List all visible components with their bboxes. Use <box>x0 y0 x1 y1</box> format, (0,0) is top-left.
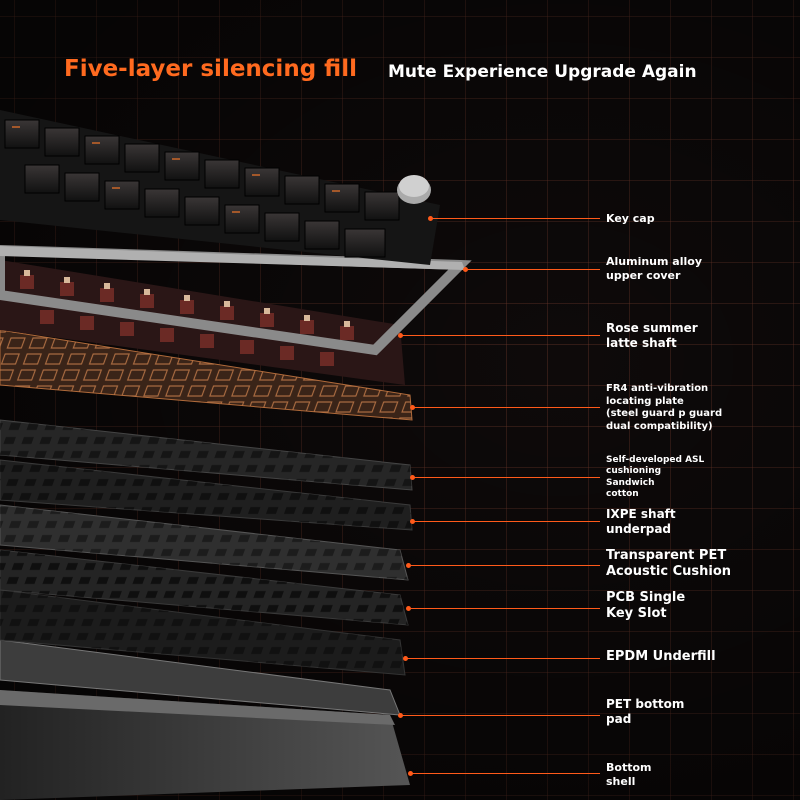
leader-upper-cover <box>465 269 600 270</box>
leader-epdm <box>405 658 600 659</box>
leader-dot-pet-cushion <box>406 563 411 568</box>
leader-dot-asl-cotton <box>410 475 415 480</box>
label-ixpe: IXPE shaft underpad <box>606 507 676 536</box>
label-pet-cushion: Transparent PET Acoustic Cushion <box>606 548 732 580</box>
label-epdm: EPDM Underfill <box>606 649 716 664</box>
leader-dot-epdm <box>403 656 408 661</box>
leader-dot-shaft <box>398 333 403 338</box>
leader-dot-bottom-shell <box>408 771 413 776</box>
label-pet-bottom: PET bottom pad <box>606 697 685 726</box>
leader-dot-pcb <box>406 606 411 611</box>
bottom-shell-layer <box>0 690 410 800</box>
label-upper-cover: Aluminum alloy upper cover <box>606 255 702 282</box>
leader-dot-upper-cover <box>463 267 468 272</box>
aluminum-cover-layer <box>0 244 472 356</box>
leader-dot-fr4-plate <box>410 405 415 410</box>
label-bottom-shell: Bottom shell <box>606 761 652 788</box>
keycap-layer <box>0 110 440 265</box>
leader-fr4-plate <box>412 407 600 408</box>
leader-ixpe <box>412 521 600 522</box>
leader-pcb <box>408 608 600 609</box>
leader-asl-cotton <box>412 477 600 478</box>
leader-bottom-shell <box>410 773 600 774</box>
label-key-cap: Key cap <box>606 212 655 225</box>
leader-dot-ixpe <box>410 519 415 524</box>
page-title: Five-layer silencing fill <box>64 56 357 82</box>
leader-dot-key-cap <box>428 216 433 221</box>
label-asl-cotton: Self-developed ASL cushioning Sandwich c… <box>606 455 705 499</box>
leader-pet-cushion <box>408 565 600 566</box>
label-fr4-plate: FR4 anti-vibration locating plate (steel… <box>606 383 723 432</box>
leader-key-cap <box>430 218 600 219</box>
leader-dot-pet-bottom <box>398 713 403 718</box>
page-subtitle: Mute Experience Upgrade Again <box>388 62 697 82</box>
leader-shaft <box>400 335 600 336</box>
label-shaft: Rose summer latte shaft <box>606 321 698 350</box>
leader-pet-bottom <box>400 715 600 716</box>
label-pcb: PCB Single Key Slot <box>606 590 686 622</box>
